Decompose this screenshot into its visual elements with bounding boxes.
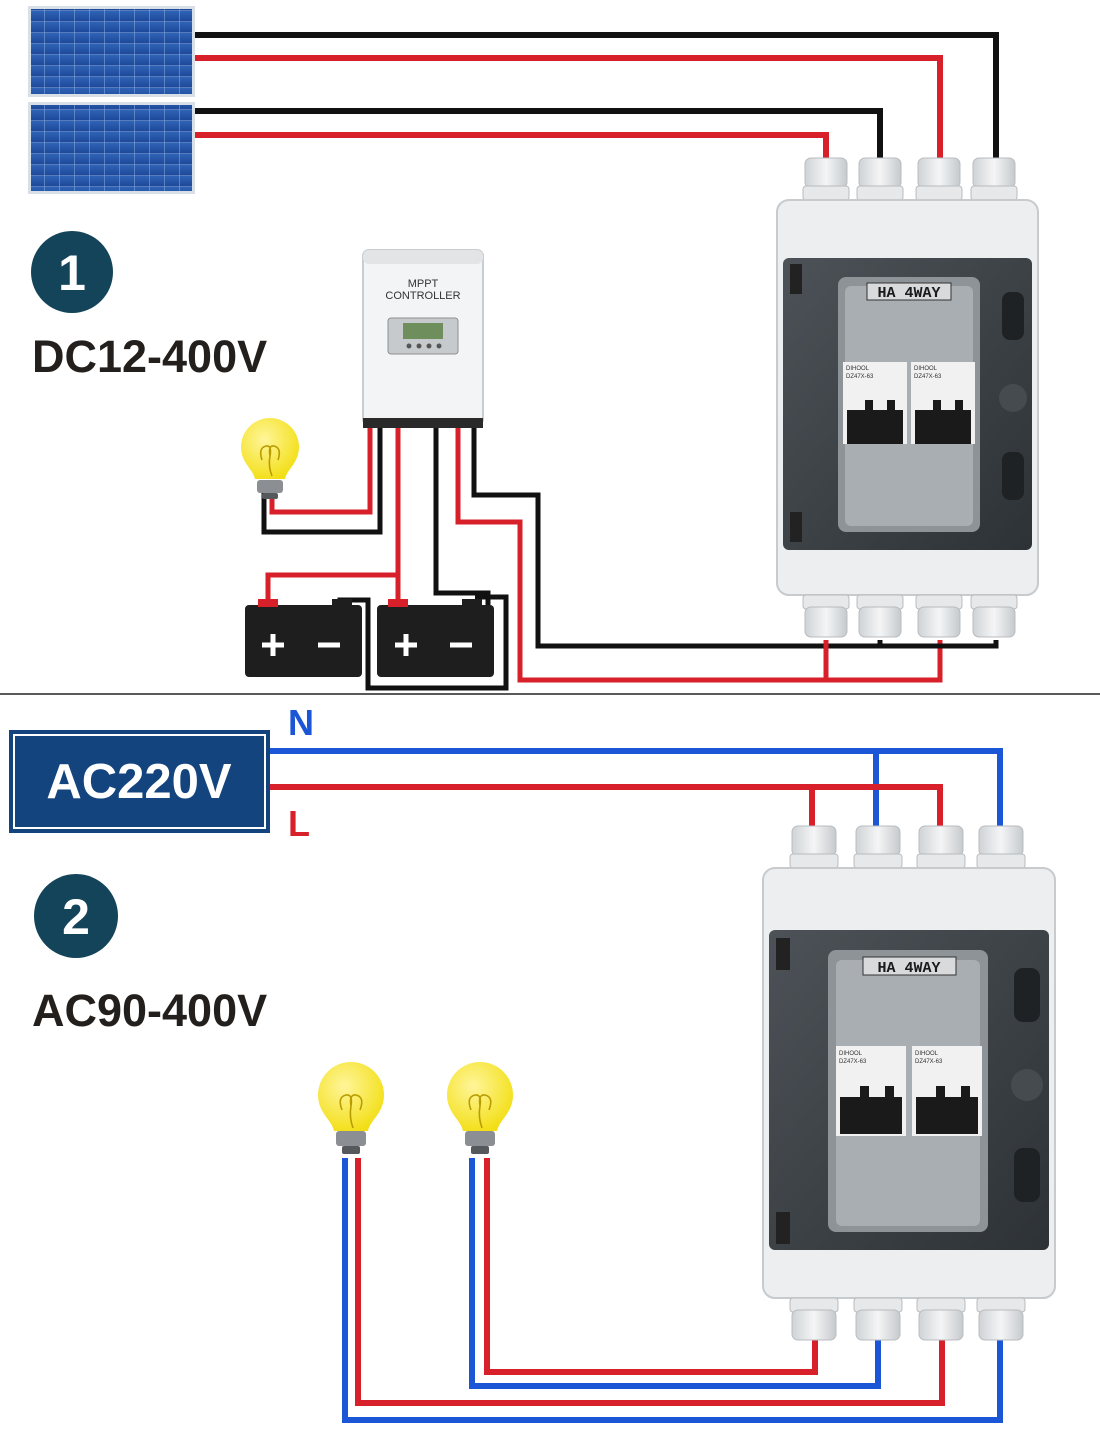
dc-panel-wires: [195, 32, 999, 160]
ac-input-wires: [270, 748, 1003, 828]
controller-label-line1: MPPT: [408, 278, 439, 290]
ac-source-box: AC220V: [9, 730, 270, 833]
breaker-brand: DIHOOL: [846, 366, 870, 372]
ac-output-wires: [342, 1158, 1003, 1423]
neutral-label: N: [288, 702, 314, 743]
light-bulb-icon: [318, 1062, 384, 1154]
combiner-box-icon: HA 4WAY DIHOOL DIHOOL DZ47X-63 DZ47X-63: [776, 157, 1039, 638]
combiner-box-icon: HA 4WAY DIHOOL DIHOOL DZ47X-63 DZ47X-63: [762, 825, 1056, 1341]
enclosure-label: HA 4WAY: [877, 960, 940, 977]
breaker-brand: DIHOOL: [839, 1051, 863, 1057]
section-number: 2: [62, 889, 90, 945]
section-dc: 1 DC12-400V MPPT CONTROLLER: [28, 6, 1039, 691]
cable-gland: [802, 157, 850, 201]
section-number-badge: 1: [31, 231, 113, 313]
section-title: AC90-400V: [32, 985, 267, 1036]
breaker-model: DZ47X-63: [914, 374, 942, 380]
battery-icon: [245, 599, 362, 677]
solar-panel-icon: [28, 102, 195, 194]
enclosure-label: HA 4WAY: [877, 285, 940, 302]
ac-source-label: AC220V: [46, 755, 232, 809]
light-bulb-icon: [447, 1062, 513, 1154]
line-label: L: [288, 803, 310, 844]
mppt-controller-icon: MPPT CONTROLLER: [362, 249, 484, 428]
light-bulb-icon: [241, 418, 299, 499]
breaker-brand: DIHOOL: [914, 366, 938, 372]
section-number: 1: [58, 245, 86, 301]
battery-icon: [377, 599, 494, 677]
section-number-badge: 2: [34, 874, 118, 958]
solar-panel-icon: [28, 6, 195, 97]
section-ac: AC220V N L 2 AC90-400V: [9, 702, 1056, 1423]
section-title: DC12-400V: [32, 331, 267, 382]
breaker-brand: DIHOOL: [915, 1051, 939, 1057]
breaker-model: DZ47X-63: [846, 374, 874, 380]
breaker-model: DZ47X-63: [839, 1059, 867, 1065]
controller-label-line2: CONTROLLER: [385, 290, 460, 302]
breaker-model: DZ47X-63: [915, 1059, 943, 1065]
